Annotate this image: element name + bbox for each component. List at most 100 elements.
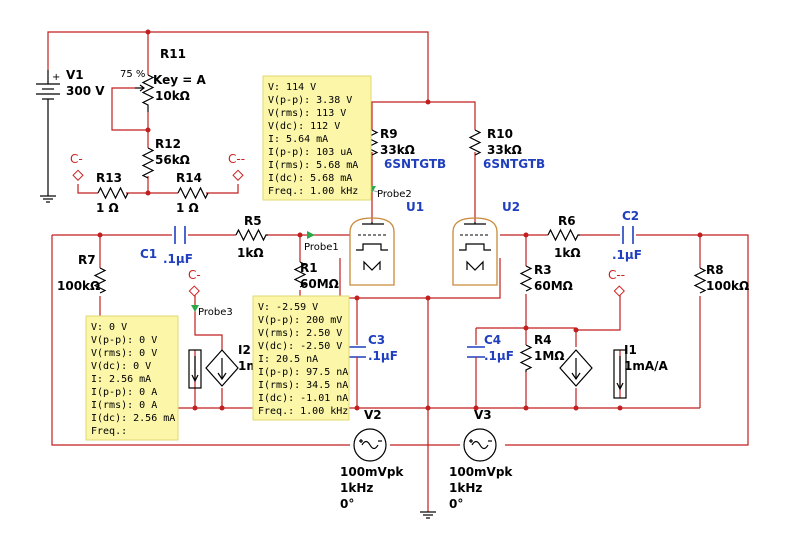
resistor-r6[interactable] — [547, 228, 580, 242]
resistor-r4[interactable] — [519, 344, 533, 372]
resistor-r10[interactable] — [468, 129, 482, 156]
ac-source-v2[interactable] — [353, 428, 387, 462]
probe2-readout-line: I(dc): 5.68 mA — [268, 173, 352, 184]
r9-value: 33kΩ — [380, 143, 415, 157]
ground-icon — [40, 190, 56, 203]
probe1-readout-line: V(p-p): 200 mV — [258, 315, 342, 326]
probe1-readout-line: I(p-p): 97.5 nA — [258, 367, 348, 378]
r10-name: R10 — [487, 127, 513, 141]
vacuum-tube-u1[interactable] — [349, 217, 395, 286]
connector-c2-label: C-- — [228, 152, 245, 166]
connector-c3-icon[interactable] — [188, 285, 200, 297]
probe3-readout-line: Freq.: — [91, 426, 127, 437]
connector-c3-label: C- — [188, 268, 201, 282]
probe3-readout-line: I(rms): 0 A — [91, 400, 157, 411]
r10-value: 33kΩ — [487, 143, 522, 157]
resistor-r9[interactable] — [365, 129, 379, 156]
probe3-readout-line: I(p-p): 0 A — [91, 387, 157, 398]
ground-icon-bottom — [420, 511, 436, 519]
probe2-readout-line: V(dc): 112 V — [268, 121, 340, 132]
i2-name: I2 — [238, 343, 251, 357]
probe2-readout-line: V(rms): 113 V — [268, 108, 346, 119]
capacitor-c1[interactable] — [174, 226, 186, 244]
probe1-readout-line: I: 20.5 nA — [258, 354, 318, 365]
c3-value: .1μF — [368, 349, 398, 363]
current-source-i1[interactable] — [559, 349, 627, 399]
v3-line2: 1kHz — [449, 481, 482, 495]
v2-line3: 0° — [340, 497, 354, 511]
resistor-r12[interactable] — [141, 147, 155, 179]
r11-value: 10kΩ — [155, 89, 190, 103]
c4-name: C4 — [484, 333, 501, 347]
svg-text:+: + — [52, 72, 60, 83]
v1-name: V1 — [66, 68, 84, 82]
probe3-readout-line: I(dc): 2.56 mA — [91, 413, 175, 424]
connector-c1-label: C- — [70, 152, 83, 166]
c3-name: C3 — [368, 333, 385, 347]
probe1-label: Probe1 — [304, 242, 339, 253]
v2-name: V2 — [364, 408, 382, 422]
r12-value: 56kΩ — [155, 153, 190, 167]
probe2-readout-line: V: 114 V — [268, 82, 316, 93]
probe1-readout-line: I(dc): -1.01 nA — [258, 393, 348, 404]
r4-name: R4 — [534, 333, 552, 347]
u2-name: U2 — [502, 200, 520, 214]
r7-value: 100kΩ — [57, 279, 100, 293]
connector-c1-icon[interactable] — [72, 169, 84, 181]
r14-name: R14 — [176, 171, 202, 185]
ac-source-v3[interactable] — [463, 428, 497, 462]
r9-name: R9 — [380, 127, 398, 141]
capacitor-c2[interactable] — [622, 226, 634, 244]
probe2-readout-line: I: 5.64 mA — [268, 134, 328, 145]
c4-value: .1μF — [484, 349, 514, 363]
probe3-readout-line: V(rms): 0 V — [91, 348, 157, 359]
probe1-readout-line: V: -2.59 V — [258, 302, 318, 313]
r3-name: R3 — [534, 263, 552, 277]
resistor-r11[interactable] — [141, 74, 155, 112]
connector-c2-icon[interactable] — [232, 169, 244, 181]
probe1-readout-line: I(rms): 34.5 nA — [258, 380, 348, 391]
capacitor-c4[interactable] — [467, 346, 485, 360]
r13-value: 1 Ω — [96, 201, 119, 215]
connector-c4-icon[interactable] — [613, 285, 625, 297]
v1-value: 300 V — [66, 84, 105, 98]
c1-value: .1μF — [163, 252, 193, 266]
v3-line1: 100mVpk — [449, 465, 513, 479]
c2-name: C2 — [622, 209, 639, 223]
c1-name: C1 — [140, 247, 157, 261]
vacuum-tube-u2[interactable] — [452, 217, 498, 286]
resistor-r8[interactable] — [693, 267, 707, 294]
capacitor-c3[interactable] — [348, 346, 366, 360]
r1-value: 60MΩ — [300, 277, 339, 291]
probe3-readout-line: V: 0 V — [91, 322, 127, 333]
r12-name: R12 — [155, 137, 181, 151]
probe1-readout-line: Freq.: 1.00 kHz — [258, 406, 348, 417]
r9-tube: 6SNTGTB — [384, 157, 446, 171]
v3-name: V3 — [474, 408, 492, 422]
resistor-r1[interactable] — [293, 261, 307, 288]
probe1-readout-box: V: -2.59 VV(p-p): 200 mVV(rms): 2.50 VV(… — [252, 295, 350, 421]
r11-key: Key = A — [153, 73, 206, 87]
probe1-readout-line: V(rms): 2.50 V — [258, 328, 342, 339]
i1-name: I1 — [624, 343, 637, 357]
resistor-r13[interactable] — [97, 186, 129, 200]
c2-value: .1μF — [612, 248, 642, 262]
resistor-r5[interactable] — [235, 228, 268, 242]
probe1-arrow-icon[interactable] — [307, 231, 315, 239]
r5-value: 1kΩ — [237, 246, 264, 260]
resistor-r14[interactable] — [177, 186, 209, 200]
resistor-r3[interactable] — [519, 265, 533, 292]
v2-line2: 1kHz — [340, 481, 373, 495]
current-source-i2[interactable] — [188, 349, 239, 389]
r4-value: 1MΩ — [534, 349, 565, 363]
u1-name: U1 — [406, 200, 424, 214]
probe2-readout-line: V(p-p): 3.38 V — [268, 95, 352, 106]
probe2-label: Probe2 — [377, 189, 412, 200]
resistor-r7[interactable] — [93, 267, 107, 294]
r11-name: R11 — [160, 47, 186, 61]
v3-line3: 0° — [449, 497, 463, 511]
probe3-arrow-icon[interactable] — [191, 305, 199, 312]
r5-name: R5 — [244, 214, 262, 228]
battery-v1[interactable]: + — [36, 70, 60, 190]
